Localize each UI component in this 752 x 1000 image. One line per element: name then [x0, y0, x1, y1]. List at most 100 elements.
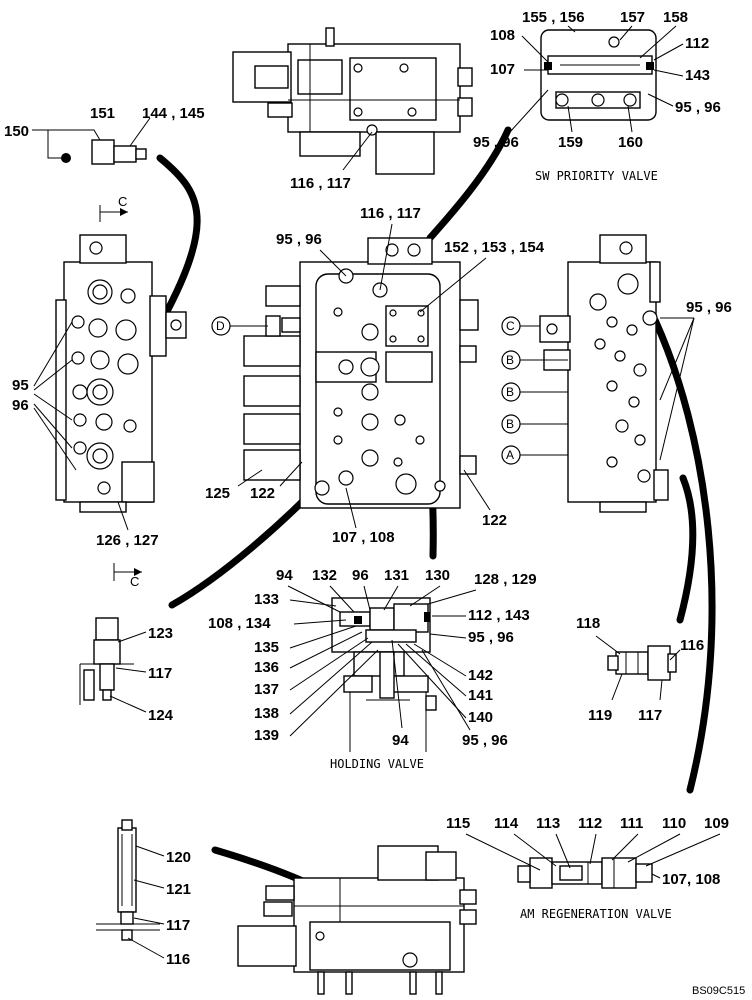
callout-label: 95 , 96: [462, 732, 508, 749]
top-view: [232, 27, 473, 175]
callout-label: 157: [620, 9, 645, 26]
callout-label: 143: [685, 67, 710, 84]
port-letter: D: [216, 319, 225, 333]
callout-label: 150: [4, 123, 29, 140]
callout-label: 112: [685, 35, 709, 52]
callout-label: 123: [148, 625, 173, 642]
callout-label: 107 , 108: [332, 529, 395, 546]
callout-label: 112 , 143: [468, 607, 530, 624]
callout-label: 116 , 117: [290, 175, 351, 192]
callout-label: 138: [254, 705, 279, 722]
callout-label: 96: [12, 397, 29, 414]
callout-label: 116 , 117: [360, 205, 421, 222]
top-view-solenoid-cap: [254, 65, 289, 89]
callout-label: 126 , 127: [96, 532, 159, 549]
callout-label: 95: [12, 377, 29, 394]
front-view: [243, 237, 479, 509]
port-letter: B: [506, 417, 514, 431]
swoosh-detail-123: [168, 482, 322, 609]
holding-valve: HOLDING VALVE: [330, 597, 437, 771]
port-markers-right: C B B B A: [501, 316, 568, 465]
port-letter: B: [506, 385, 514, 399]
top-view-cover: [349, 57, 437, 121]
callout-label: 151: [90, 105, 115, 122]
callout-label: 140: [468, 709, 493, 726]
caption-am-regeneration: AM REGENERATION VALVE: [520, 907, 672, 921]
detail-150: 150 151 144 , 145: [4, 105, 205, 165]
callout-label: 113: [536, 815, 560, 832]
callout-label: 95 , 96: [473, 134, 519, 151]
detail-118: 118 116 119 117: [576, 615, 704, 724]
callout-label: 117: [148, 665, 172, 682]
callout-label: 117: [638, 707, 662, 724]
callout-label: 117: [166, 917, 190, 934]
callouts-top-view: 116 , 117: [290, 131, 373, 192]
callout-label: 152 , 153 , 154: [444, 239, 545, 256]
callout-label: 159: [558, 134, 583, 151]
callout-label: 141: [468, 687, 493, 704]
callout-label: 108 , 134: [208, 615, 271, 632]
callout-label: 124: [148, 707, 174, 724]
callout-label: 94: [276, 567, 293, 584]
callout-label: 96: [352, 567, 369, 584]
callout-label: 144 , 145: [142, 105, 205, 122]
callout-label: 142: [468, 667, 493, 684]
callout-label: 133: [254, 591, 279, 608]
callout-label: 95 , 96: [468, 629, 514, 646]
callout-label: 131: [384, 567, 409, 584]
callout-label: 128 , 129: [474, 571, 537, 588]
callout-label: 121: [166, 881, 191, 898]
callout-label: 109: [704, 815, 729, 832]
callout-label: 122: [482, 512, 507, 529]
callout-label: 158: [663, 9, 688, 26]
callout-label: 108: [490, 27, 515, 44]
callout-label: 120: [166, 849, 191, 866]
port-marker-d: D: [211, 316, 268, 336]
callout-label: 137: [254, 681, 279, 698]
swoosh-sw-priority: [426, 126, 512, 242]
callout-label: 139: [254, 727, 279, 744]
callout-label: 111: [620, 815, 643, 832]
callout-label: 125: [205, 485, 230, 502]
callout-label: 135: [254, 639, 279, 656]
detail-123: 123 117 124: [79, 617, 174, 724]
top-view-lower-block: [375, 131, 435, 175]
section-mark-lower: C: [113, 563, 142, 589]
section-mark-upper: C: [99, 194, 128, 222]
section-letter: C: [130, 574, 139, 589]
callout-label: 116: [166, 951, 190, 968]
callout-label: 107, 108: [662, 871, 720, 888]
caption-sw-priority: SW PRIORITY VALVE: [535, 169, 658, 183]
callout-label: 130: [425, 567, 450, 584]
callouts-left-view: 95 96 126 , 127: [12, 321, 159, 549]
callout-label: 112: [578, 815, 602, 832]
callout-label: 110: [662, 815, 686, 832]
bottom-view-solenoid: [237, 925, 297, 967]
callout-label: 95 , 96: [675, 99, 721, 116]
top-view-stem: [325, 27, 335, 47]
detail-120: 120 121 117 116: [96, 819, 191, 968]
bottom-view: [237, 845, 477, 995]
callout-label: 160: [618, 134, 643, 151]
callouts-sw-priority: 155 , 156 157 158 108 112 107 143 95 , 9…: [473, 9, 721, 183]
left-side-view: [55, 234, 187, 513]
callouts-am-regeneration: 115 114 113 112 111 110 109 107, 108: [446, 815, 729, 888]
section-letter: C: [118, 194, 127, 209]
port-letter: C: [506, 319, 515, 333]
callout-label: 118: [576, 615, 600, 632]
callout-label: 116: [680, 637, 704, 654]
swoosh-detail-118: [676, 474, 697, 624]
callout-label: 155 , 156: [522, 9, 585, 26]
callout-label: 119: [588, 707, 612, 724]
callouts-front-view: 116 , 117 95 , 96 152 , 153 , 154 125 12…: [205, 205, 545, 546]
callout-label: 107: [490, 61, 515, 78]
callout-label: 94: [392, 732, 409, 749]
callout-label: 95 , 96: [686, 299, 732, 316]
sw-priority-valve: [540, 29, 657, 121]
callout-label: 122: [250, 485, 275, 502]
callout-label: 136: [254, 659, 279, 676]
am-regeneration-valve: AM REGENERATION VALVE: [517, 857, 672, 921]
swoosh-am-regeneration: [651, 316, 716, 794]
